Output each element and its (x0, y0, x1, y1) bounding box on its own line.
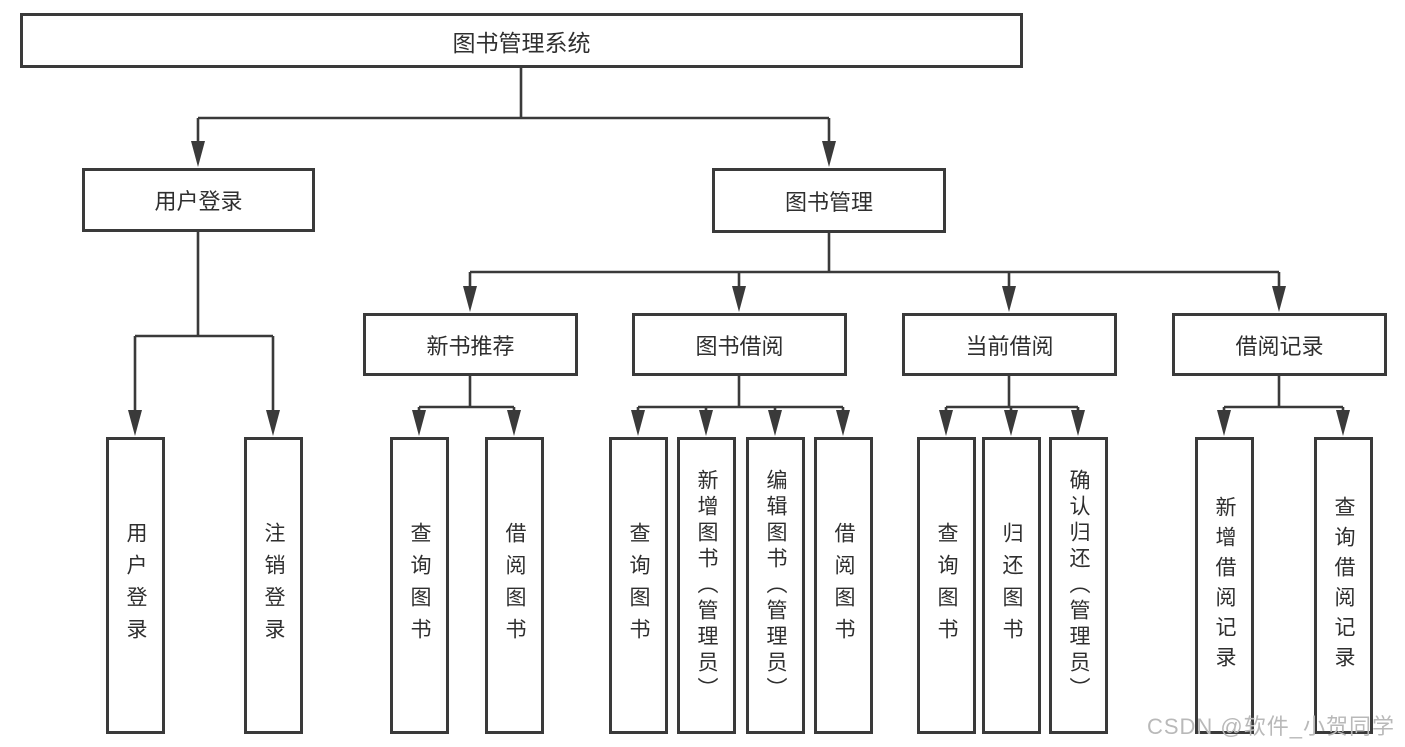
node-label: 图书管理系统 (452, 29, 591, 56)
leaf-add-borrow-record: 新增借阅记录 (1195, 437, 1254, 734)
node-label: 当前借阅 (965, 333, 1054, 359)
node-label: 借阅记录 (1235, 333, 1324, 359)
node-label: 借阅图书 (832, 521, 855, 650)
arrow-down-icon (768, 410, 782, 436)
node-label: 新增图书（管理员） (695, 468, 718, 703)
leaf-query-books-current: 查询图书 (917, 437, 976, 734)
arrow-down-icon (1002, 286, 1016, 312)
leaf-borrow-books-borrowing: 借阅图书 (814, 437, 873, 734)
leaf-query-borrow-record: 查询借阅记录 (1314, 437, 1373, 734)
node-label: 新书推荐 (426, 333, 515, 359)
arrow-down-icon (699, 410, 713, 436)
leaf-user-login: 用户登录 (106, 437, 165, 734)
node-book-management: 图书管理 (712, 168, 946, 233)
leaf-confirm-return-admin: 确认归还（管理员） (1049, 437, 1108, 734)
arrow-down-icon (939, 410, 953, 436)
leaf-return-books: 归还图书 (982, 437, 1041, 734)
node-borrowing-records: 借阅记录 (1172, 313, 1387, 376)
node-label: 图书管理 (784, 189, 873, 215)
node-library-system: 图书管理系统 (20, 13, 1023, 68)
arrow-down-icon (412, 410, 426, 436)
node-current-borrowing: 当前借阅 (902, 313, 1117, 376)
leaf-add-books-admin: 新增图书（管理员） (677, 437, 736, 734)
node-label: 注销登录 (262, 521, 285, 650)
node-label: 用户登录 (124, 521, 147, 650)
node-label: 图书借阅 (695, 333, 784, 359)
arrow-down-icon (1336, 410, 1350, 436)
node-label: 查询图书 (627, 521, 650, 650)
node-label: 新增借阅记录 (1213, 495, 1236, 676)
leaf-query-books-borrowing: 查询图书 (609, 437, 668, 734)
arrow-down-icon (128, 410, 142, 436)
arrowhead-icons (128, 141, 1350, 436)
arrow-down-icon (463, 286, 477, 312)
watermark: CSDN @软件_小贺同学 (1146, 714, 1395, 739)
node-label: 归还图书 (1000, 521, 1023, 650)
node-label: 编辑图书（管理员） (764, 468, 787, 703)
node-label: 查询借阅记录 (1332, 495, 1355, 676)
node-label: 确认归还（管理员） (1067, 468, 1090, 703)
node-user-login: 用户登录 (82, 168, 315, 232)
arrow-down-icon (836, 410, 850, 436)
leaf-query-books-recommend: 查询图书 (390, 437, 449, 734)
arrow-down-icon (266, 410, 280, 436)
arrow-down-icon (732, 286, 746, 312)
leaf-borrow-books-recommend: 借阅图书 (485, 437, 544, 734)
arrow-down-icon (631, 410, 645, 436)
node-label: 查询图书 (935, 521, 958, 650)
arrow-down-icon (191, 141, 205, 167)
leaf-edit-books-admin: 编辑图书（管理员） (746, 437, 805, 734)
arrow-down-icon (507, 410, 521, 436)
node-label: 查询图书 (408, 521, 431, 650)
arrow-down-icon (1004, 410, 1018, 436)
node-label: 用户登录 (154, 189, 243, 214)
arrow-down-icon (1071, 410, 1085, 436)
arrow-down-icon (822, 141, 836, 167)
arrow-down-icon (1272, 286, 1286, 312)
arrow-down-icon (1217, 410, 1231, 436)
node-book-borrowing: 图书借阅 (632, 313, 847, 376)
node-new-book-recommendation: 新书推荐 (363, 313, 578, 376)
leaf-logout: 注销登录 (244, 437, 303, 734)
node-label: 借阅图书 (503, 521, 526, 650)
